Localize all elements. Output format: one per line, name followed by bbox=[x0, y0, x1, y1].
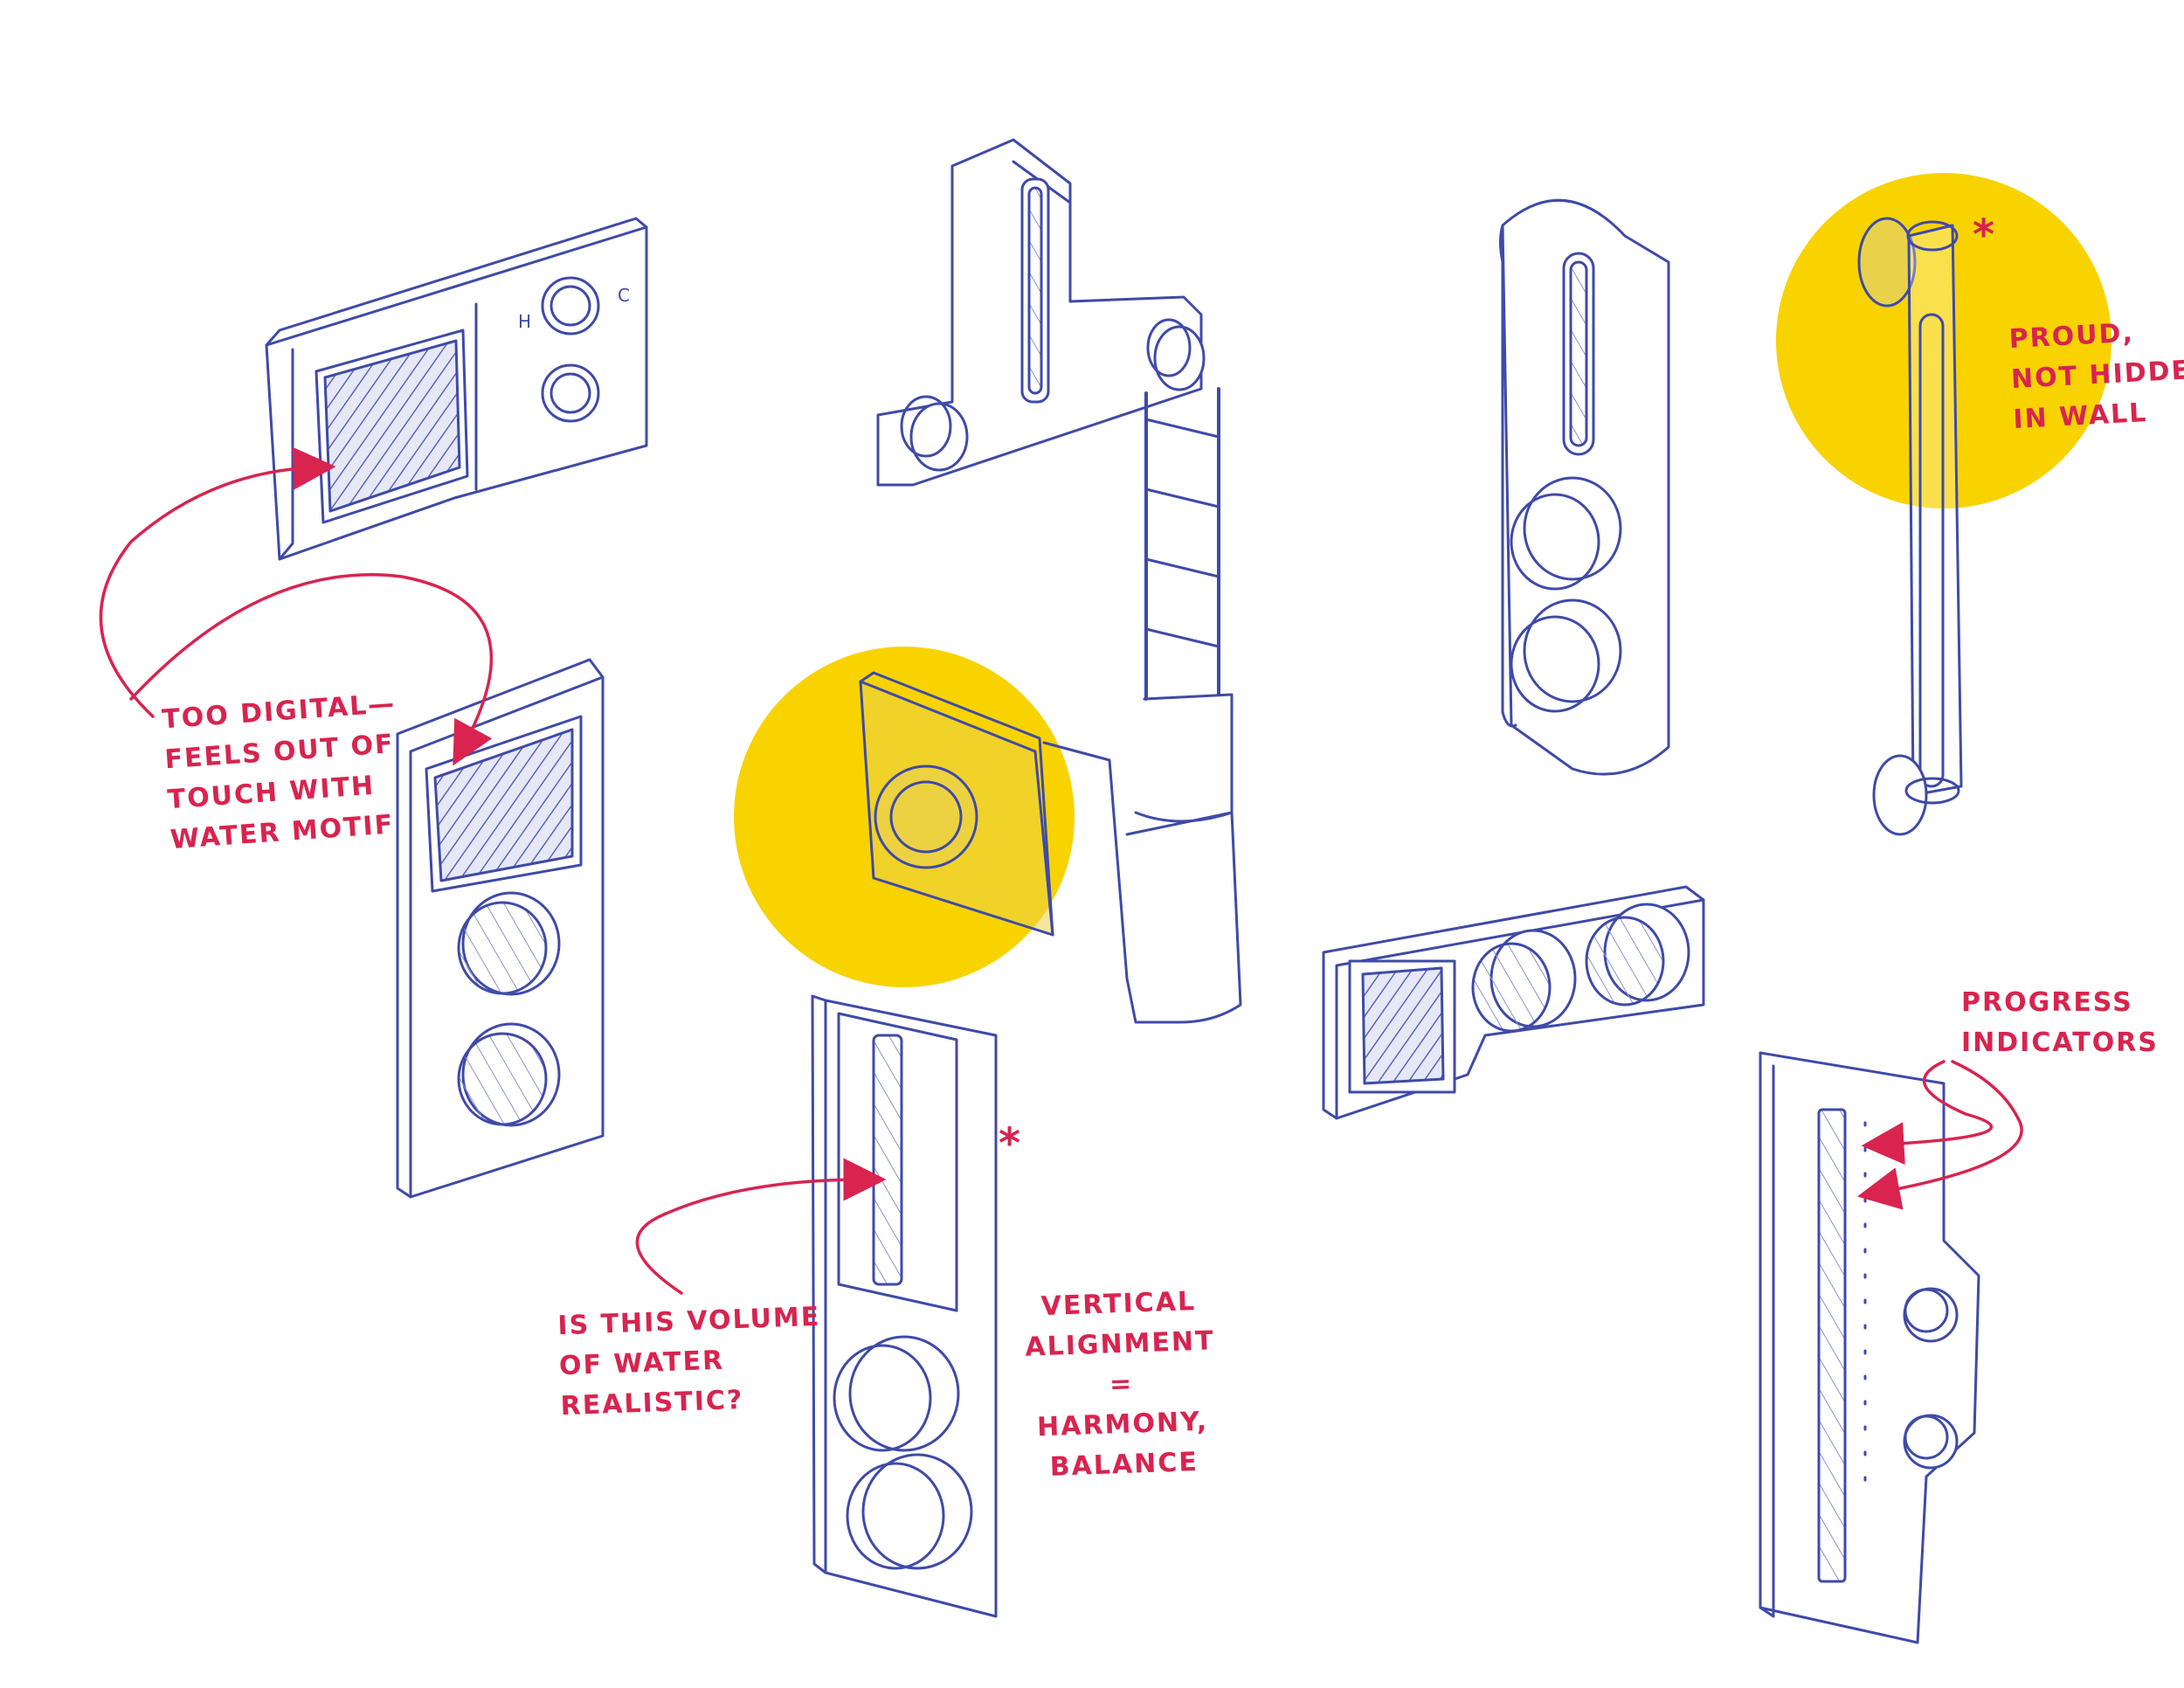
sketch-dial-hose-mount bbox=[859, 387, 1242, 1024]
sketch-rounded-plate bbox=[1499, 198, 1670, 776]
arrow-too-digital-bottom bbox=[129, 573, 493, 766]
hot-label: H bbox=[518, 311, 531, 332]
asterisk-center: * bbox=[999, 1119, 1020, 1168]
note-vertical-alignment: VERTICAL ALIGNMENT = HARMONY, BALANCE bbox=[1024, 1285, 1216, 1483]
arrow-progress-1 bbox=[1861, 1060, 1994, 1166]
sketch-panel-screen-knobs bbox=[396, 658, 605, 1199]
arrow-volume bbox=[635, 1158, 887, 1295]
arrow-too-digital-top bbox=[99, 446, 336, 718]
asterisk-top-right: * bbox=[1973, 211, 1994, 259]
note-proud: PROUD, NOT HIDDEN IN WALL bbox=[2008, 317, 2184, 436]
sketch-vertical-slot-panel bbox=[811, 994, 998, 1618]
sketch-panel-screen-dials: H C bbox=[265, 217, 648, 561]
note-volume: IS THIS VOLUME OF WATER REALISTIC? bbox=[556, 1301, 821, 1422]
sketch-proud-column bbox=[1857, 217, 1963, 836]
sketch-progress-panel bbox=[1759, 1051, 1980, 1644]
arrow-progress-2 bbox=[1856, 1060, 2023, 1210]
sketch-t-plate-slot bbox=[876, 138, 1206, 487]
sketch-panel-small-screen bbox=[1322, 885, 1705, 1120]
note-progress-indicators: PROGRESS INDICATORS bbox=[1961, 987, 2159, 1058]
cold-label: C bbox=[618, 285, 630, 306]
note-too-digital: TOO DIGITAL— FEELS OUT OF TOUCH WITH WAT… bbox=[161, 688, 397, 856]
